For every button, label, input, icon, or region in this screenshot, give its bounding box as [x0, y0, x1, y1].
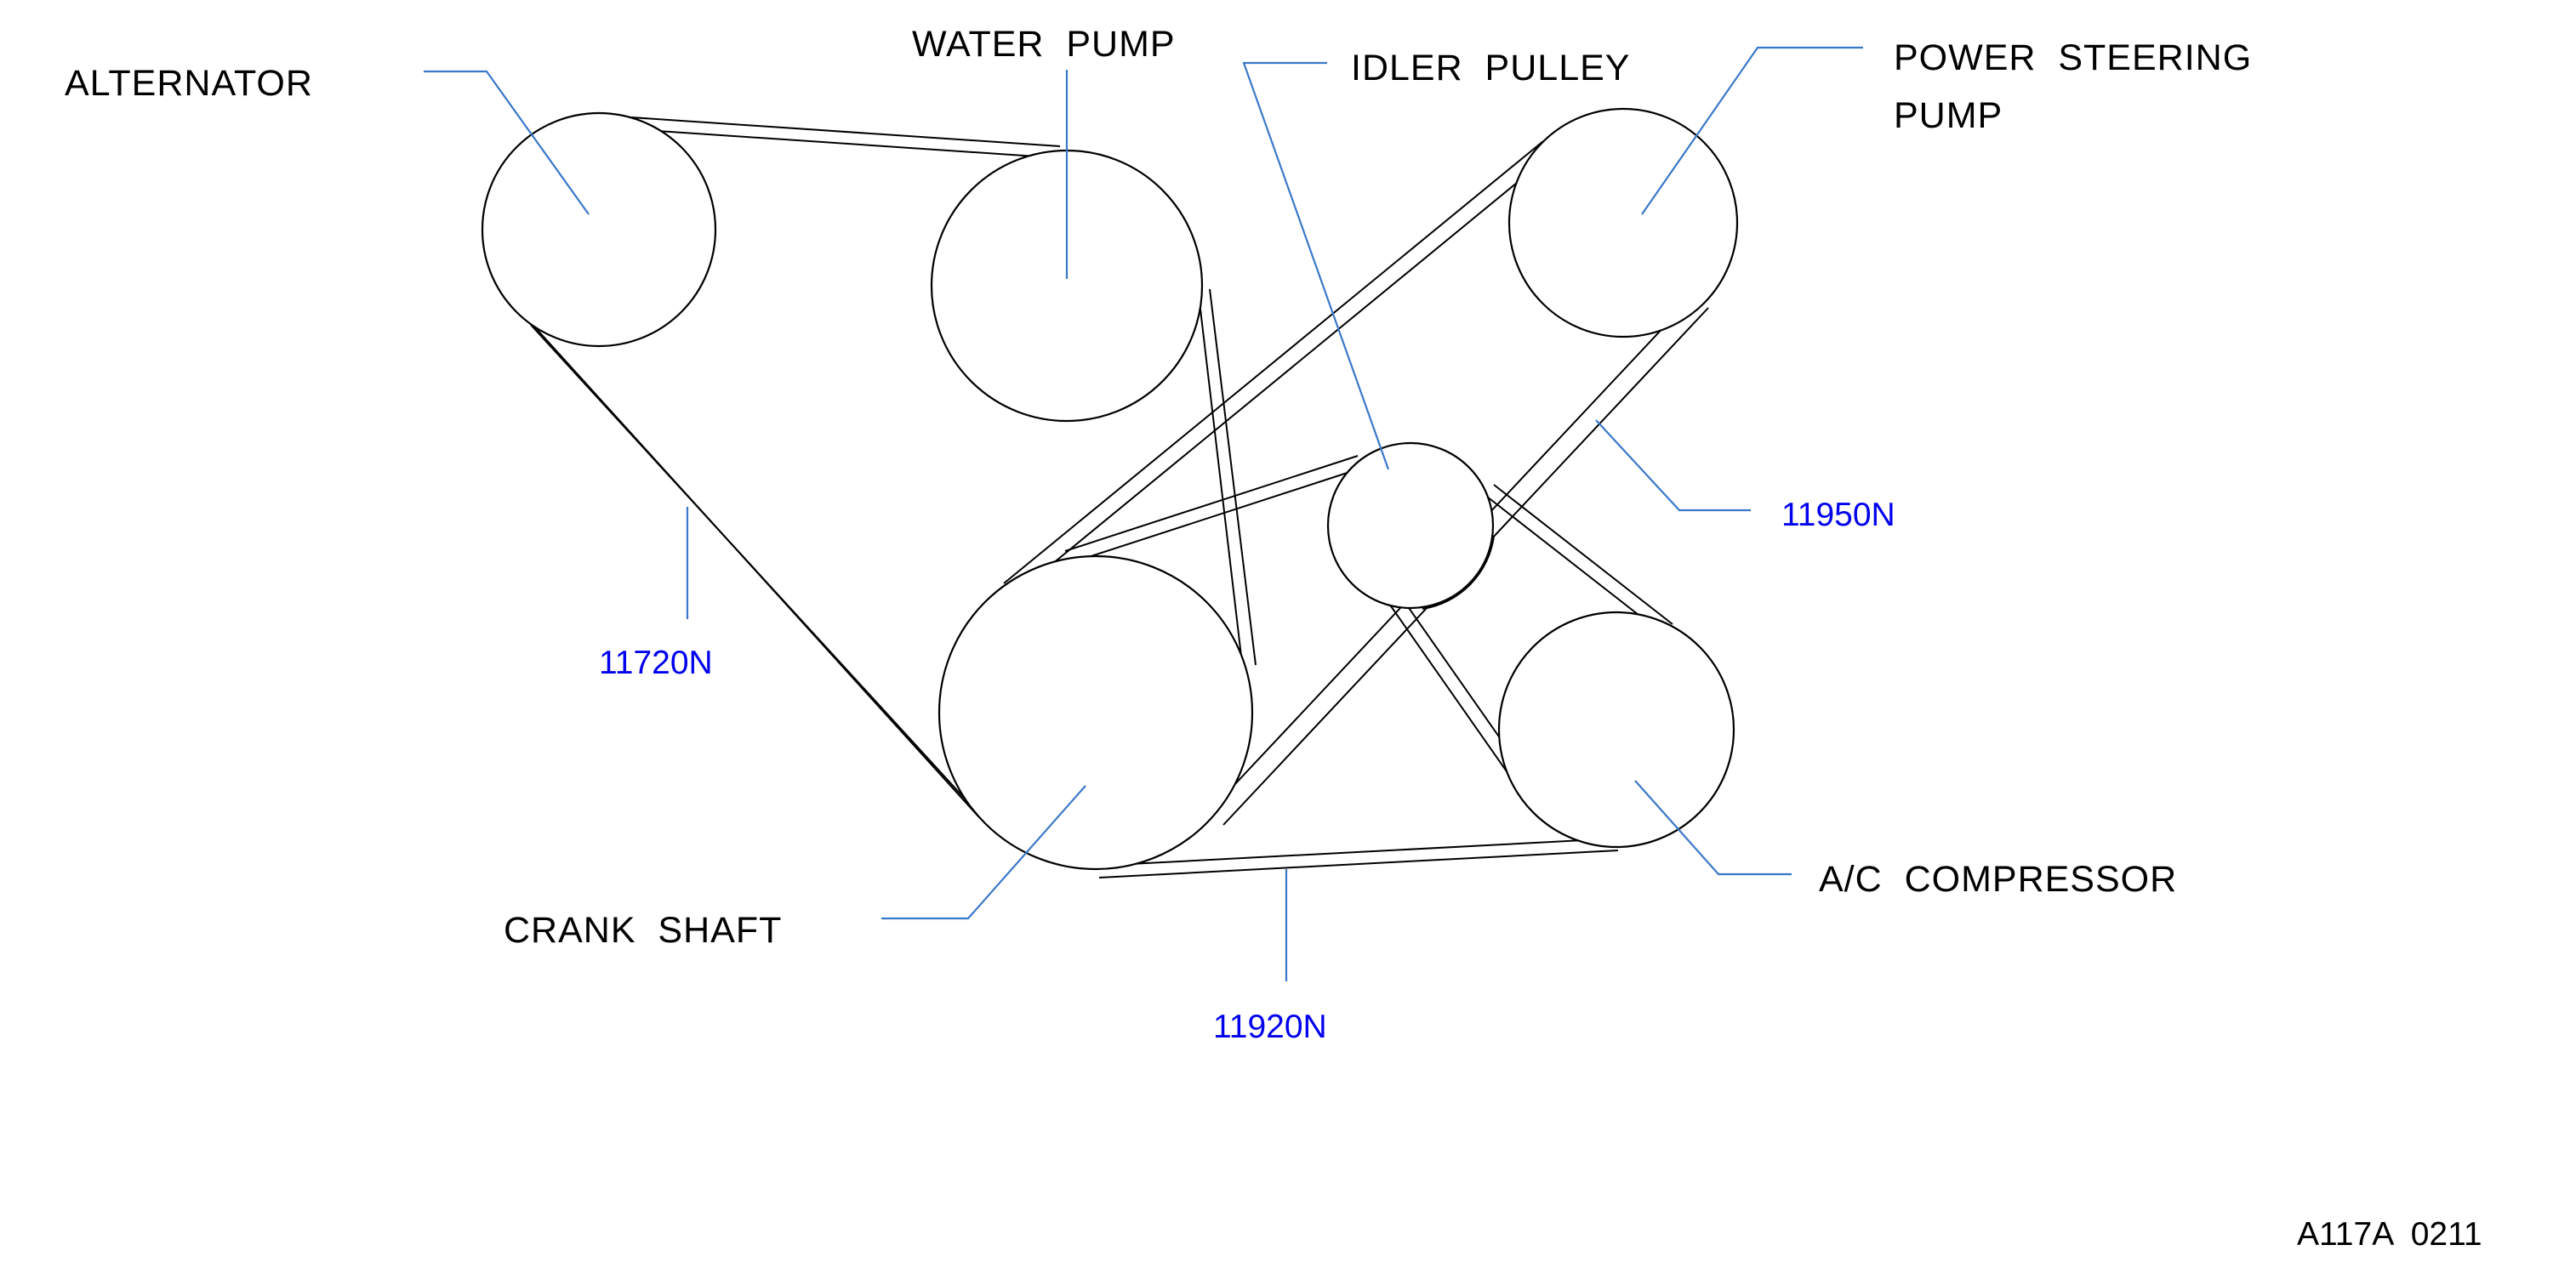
ac-compressor-leader [1634, 780, 1792, 876]
alternator-belt-part-number: 11720N [599, 645, 713, 681]
ac-compressor-pulley [1497, 611, 1735, 849]
idler-belt-wrap [1422, 535, 1495, 610]
ac-compressor-label: A/C COMPRESSOR [1819, 859, 2177, 900]
water-pump-label: WATER PUMP [912, 24, 1176, 65]
power-steering-pulley [1507, 107, 1739, 338]
alternator-belt [518, 115, 1257, 829]
crank-shaft-pulley [938, 554, 1254, 871]
idler-pulley [1326, 441, 1495, 610]
crank-shaft-label: CRANK SHAFT [504, 910, 782, 951]
alternator-leader [424, 70, 590, 215]
power-steering-belt-part-number: 11950N [1781, 497, 1895, 533]
power-steering-label-line1: POWER STEERING [1894, 37, 2252, 78]
power-steering-belt-leader [1595, 419, 1751, 512]
crank-shaft-leader [881, 785, 1086, 920]
ac-belt [1064, 455, 1673, 878]
ac-belt-part-number: 11920N [1213, 1009, 1327, 1045]
power-steering-leader [1641, 46, 1863, 215]
power-steering-label-line2: PUMP [1894, 95, 2003, 136]
idler-pulley-leader [1242, 61, 1390, 470]
figure-code: A117A 0211 [2297, 1216, 2482, 1253]
idler-pulley-label: IDLER PULLEY [1351, 48, 1630, 88]
alternator-pulley [481, 111, 717, 348]
alternator-label: ALTERNATOR [65, 63, 313, 104]
